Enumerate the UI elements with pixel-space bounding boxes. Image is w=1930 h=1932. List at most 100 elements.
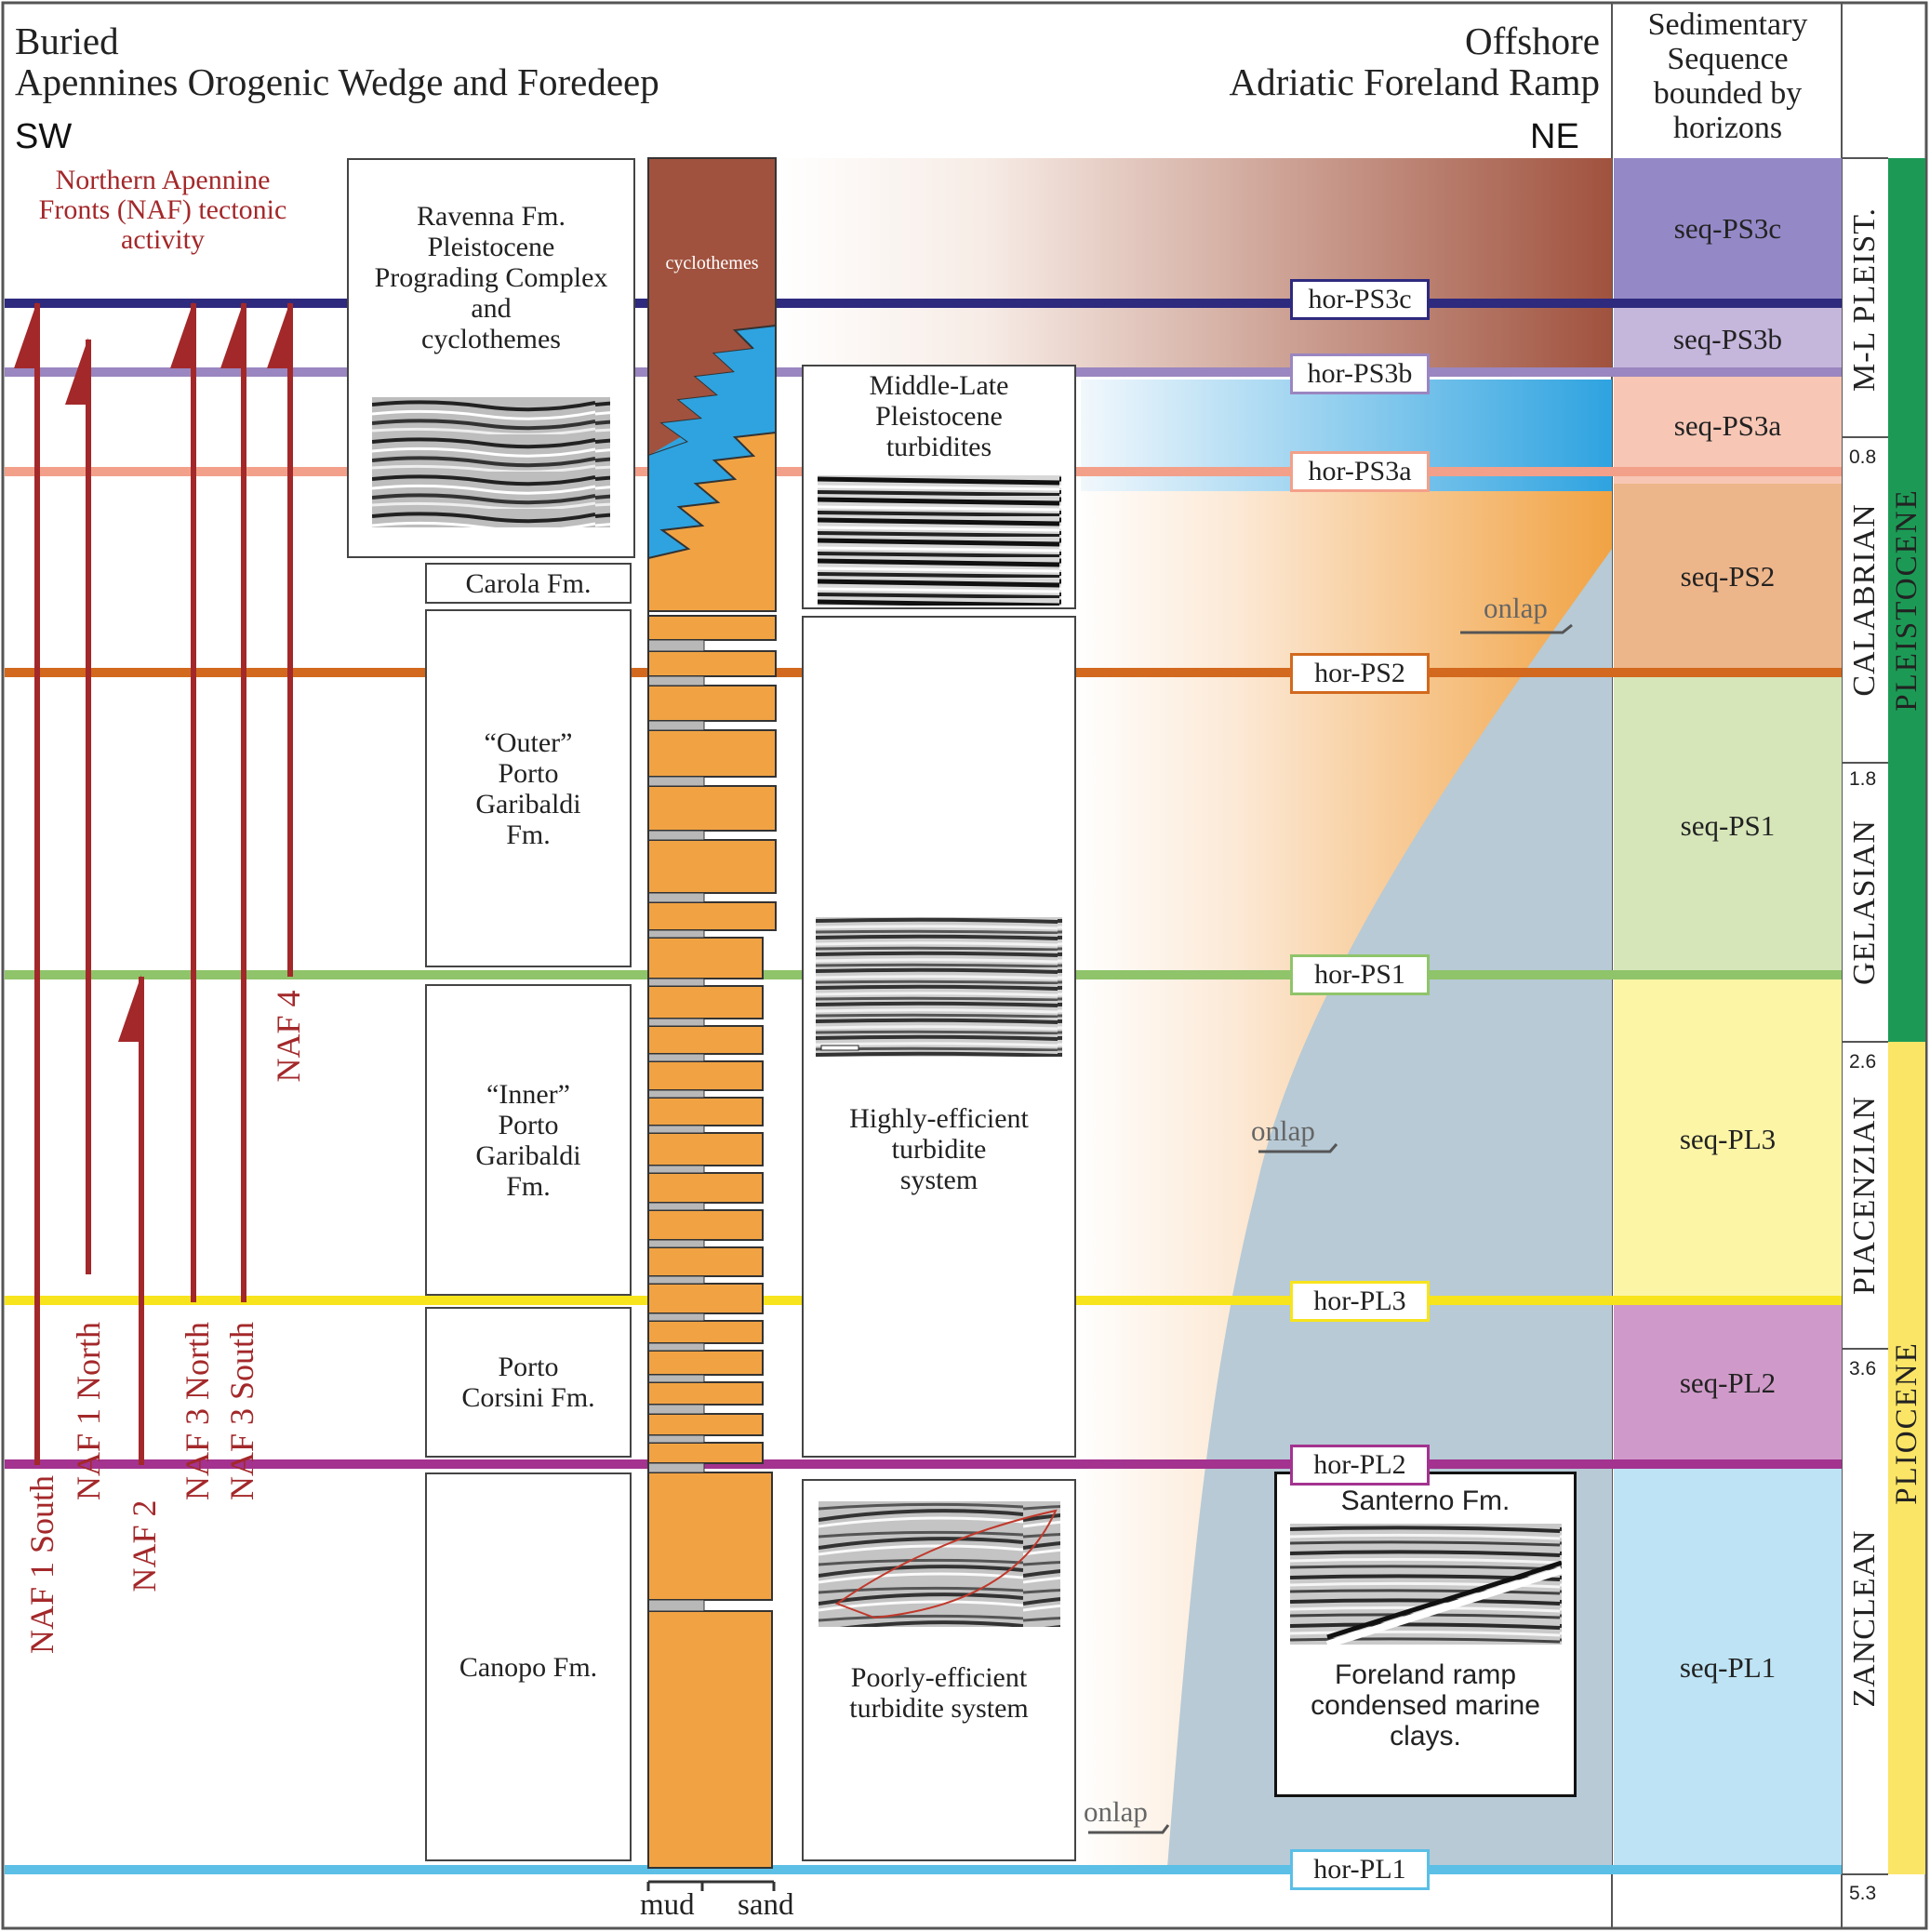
sand-label: sand	[738, 1888, 794, 1922]
brown-facies-band	[774, 158, 1612, 370]
seq-ps3c-label: seq-PS3c	[1673, 212, 1782, 245]
naf-fault-arrowhead-1	[14, 301, 37, 368]
naf-faults	[14, 301, 293, 1465]
left-title: Buried Apennines Orogenic Wedge and Fore…	[15, 20, 659, 102]
mud-bed	[647, 1125, 705, 1134]
left-title-line2: Apennines Orogenic Wedge and Foredeep	[15, 60, 659, 103]
mud-bed	[647, 1165, 705, 1174]
sand-bed	[647, 1060, 764, 1091]
sand-bed	[647, 685, 777, 722]
seq-band-seq-ps3a	[1614, 372, 1842, 484]
carola-fm-box: Carola Fm.	[425, 563, 632, 604]
mud-bed	[647, 830, 705, 841]
seq-pl3-label: seq-PL3	[1679, 1122, 1777, 1155]
sand-bed	[647, 1209, 764, 1241]
ravenna-line4: and	[471, 293, 512, 324]
onlap-label-middle: onlap	[1251, 1114, 1315, 1147]
naf-1-north-label: NAF 1 North	[70, 1322, 107, 1501]
hor-ps3c-label: hor-PS3c	[1290, 279, 1430, 320]
mud-bed	[647, 776, 705, 787]
mud-bed	[647, 1275, 705, 1285]
naf-heading-line1: Northern Apennine	[55, 165, 271, 195]
stage-ml-pleist: M-L PLEIST.	[1847, 207, 1882, 392]
right-title: Offshore Adriatic Foreland Ramp	[1098, 20, 1600, 102]
sand-bed	[647, 839, 777, 894]
mud-bed	[647, 1599, 705, 1612]
sand-bed	[647, 729, 777, 778]
inner-line2: Porto	[498, 1109, 559, 1140]
seq-band-seq-pl2	[1614, 1302, 1842, 1465]
canopo-fm-box: Canopo Fm.	[425, 1472, 632, 1861]
santerno-title: Santerno Fm.	[1340, 1486, 1511, 1516]
epoch-pliocene-label: PLIOCENE	[1889, 1341, 1923, 1505]
corsini-line2: Corsini Fm.	[461, 1382, 595, 1413]
poorly-efficient-seismic-image	[818, 1501, 1060, 1627]
seq-header-line4: horizons	[1672, 111, 1783, 145]
sand-bed	[647, 1097, 764, 1126]
highly-efficient-line1: Highly-efficient	[849, 1103, 1029, 1134]
poorly-efficient-turbidite-box: Poorly-efficient turbidite system	[802, 1479, 1076, 1861]
ravenna-line5: cyclothemes	[421, 324, 561, 354]
mud-bed	[647, 1053, 705, 1062]
right-title-line2: Adriatic Foreland Ramp	[1229, 60, 1600, 103]
santerno-caption-line2: condensed marine	[1311, 1690, 1540, 1721]
outer-line4: Fm.	[506, 819, 551, 850]
mud-bed	[647, 1089, 705, 1099]
sequence-header: Sedimentary Sequence bounded by horizons	[1614, 7, 1842, 145]
naf-heading-line2: Fronts (NAF) tectonic	[38, 194, 287, 225]
age-1-8: 1.8	[1849, 768, 1877, 790]
sand-bed	[647, 615, 777, 641]
left-title-line1: Buried	[15, 20, 119, 62]
stage-zanclean: ZANCLEAN	[1847, 1529, 1882, 1708]
ravenna-line2: Pleistocene	[427, 232, 555, 262]
mud-bed	[647, 675, 705, 686]
onlap-arrows	[1088, 623, 1573, 1834]
mud-bed	[647, 978, 705, 987]
ml-turbidites-seismic-image	[817, 475, 1061, 606]
seq-band-seq-ps1	[1614, 672, 1842, 977]
ravenna-seismic-image	[372, 397, 610, 527]
mud-bed	[647, 1239, 705, 1248]
inner-line4: Fm.	[506, 1170, 551, 1202]
porto-corsini-box: Porto Corsini Fm.	[425, 1307, 632, 1458]
right-title-line1: Offshore	[1465, 20, 1600, 62]
naf-heading-line3: activity	[121, 224, 205, 255]
sand-bed	[647, 1381, 764, 1406]
epoch-pleistocene-bar	[1888, 158, 1925, 1042]
ravenna-line1: Ravenna Fm.	[417, 201, 566, 232]
seq-band-seq-pl1	[1614, 1465, 1842, 1870]
mud-bed	[647, 929, 705, 939]
highly-efficient-turbidite-box: Highly-efficient turbidite system	[802, 616, 1076, 1458]
sand-bed	[647, 1246, 764, 1277]
ravenna-fm-box: Ravenna Fm. Pleistocene Prograding Compl…	[347, 158, 635, 558]
mud-label: mud	[640, 1888, 695, 1922]
naf-1-south-label: NAF 1 South	[23, 1474, 60, 1655]
inner-porto-garibaldi-box: “Inner” Porto Garibaldi Fm.	[425, 984, 632, 1296]
ml-turbidites-line2: Pleistocene	[875, 401, 1003, 432]
mud-bed	[647, 1312, 705, 1322]
outer-line1: “Outer”	[484, 726, 573, 758]
direction-sw: SW	[15, 117, 73, 156]
ml-turbidites-line1: Middle-Late	[869, 370, 1009, 401]
mud-bed	[647, 892, 705, 903]
inner-line3: Garibaldi	[475, 1139, 581, 1171]
hor-ps3b-label: hor-PS3b	[1290, 353, 1430, 394]
mud-bed	[647, 1202, 705, 1211]
age-5-3: 5.3	[1849, 1883, 1877, 1904]
hor-pl1-label: hor-PL1	[1290, 1849, 1430, 1890]
sand-bed	[647, 1442, 764, 1464]
sequence-bands	[1614, 158, 1842, 1870]
mud-bed	[647, 639, 705, 652]
sand-bed	[647, 1132, 764, 1166]
naf-3-north-label: NAF 3 North	[179, 1322, 216, 1501]
naf-heading: Northern Apennine Fronts (NAF) tectonic …	[9, 166, 316, 255]
seq-ps2-label: seq-PS2	[1680, 560, 1776, 593]
lithology-beds	[647, 611, 777, 1869]
sand-bed	[647, 901, 777, 931]
sand-bed	[647, 1610, 773, 1869]
hor-pl3-label: hor-PL3	[1290, 1281, 1430, 1322]
naf-2-label: NAF 2	[126, 1499, 163, 1592]
sand-bed	[647, 1283, 764, 1314]
seq-header-line2: Sequence	[1667, 42, 1789, 76]
